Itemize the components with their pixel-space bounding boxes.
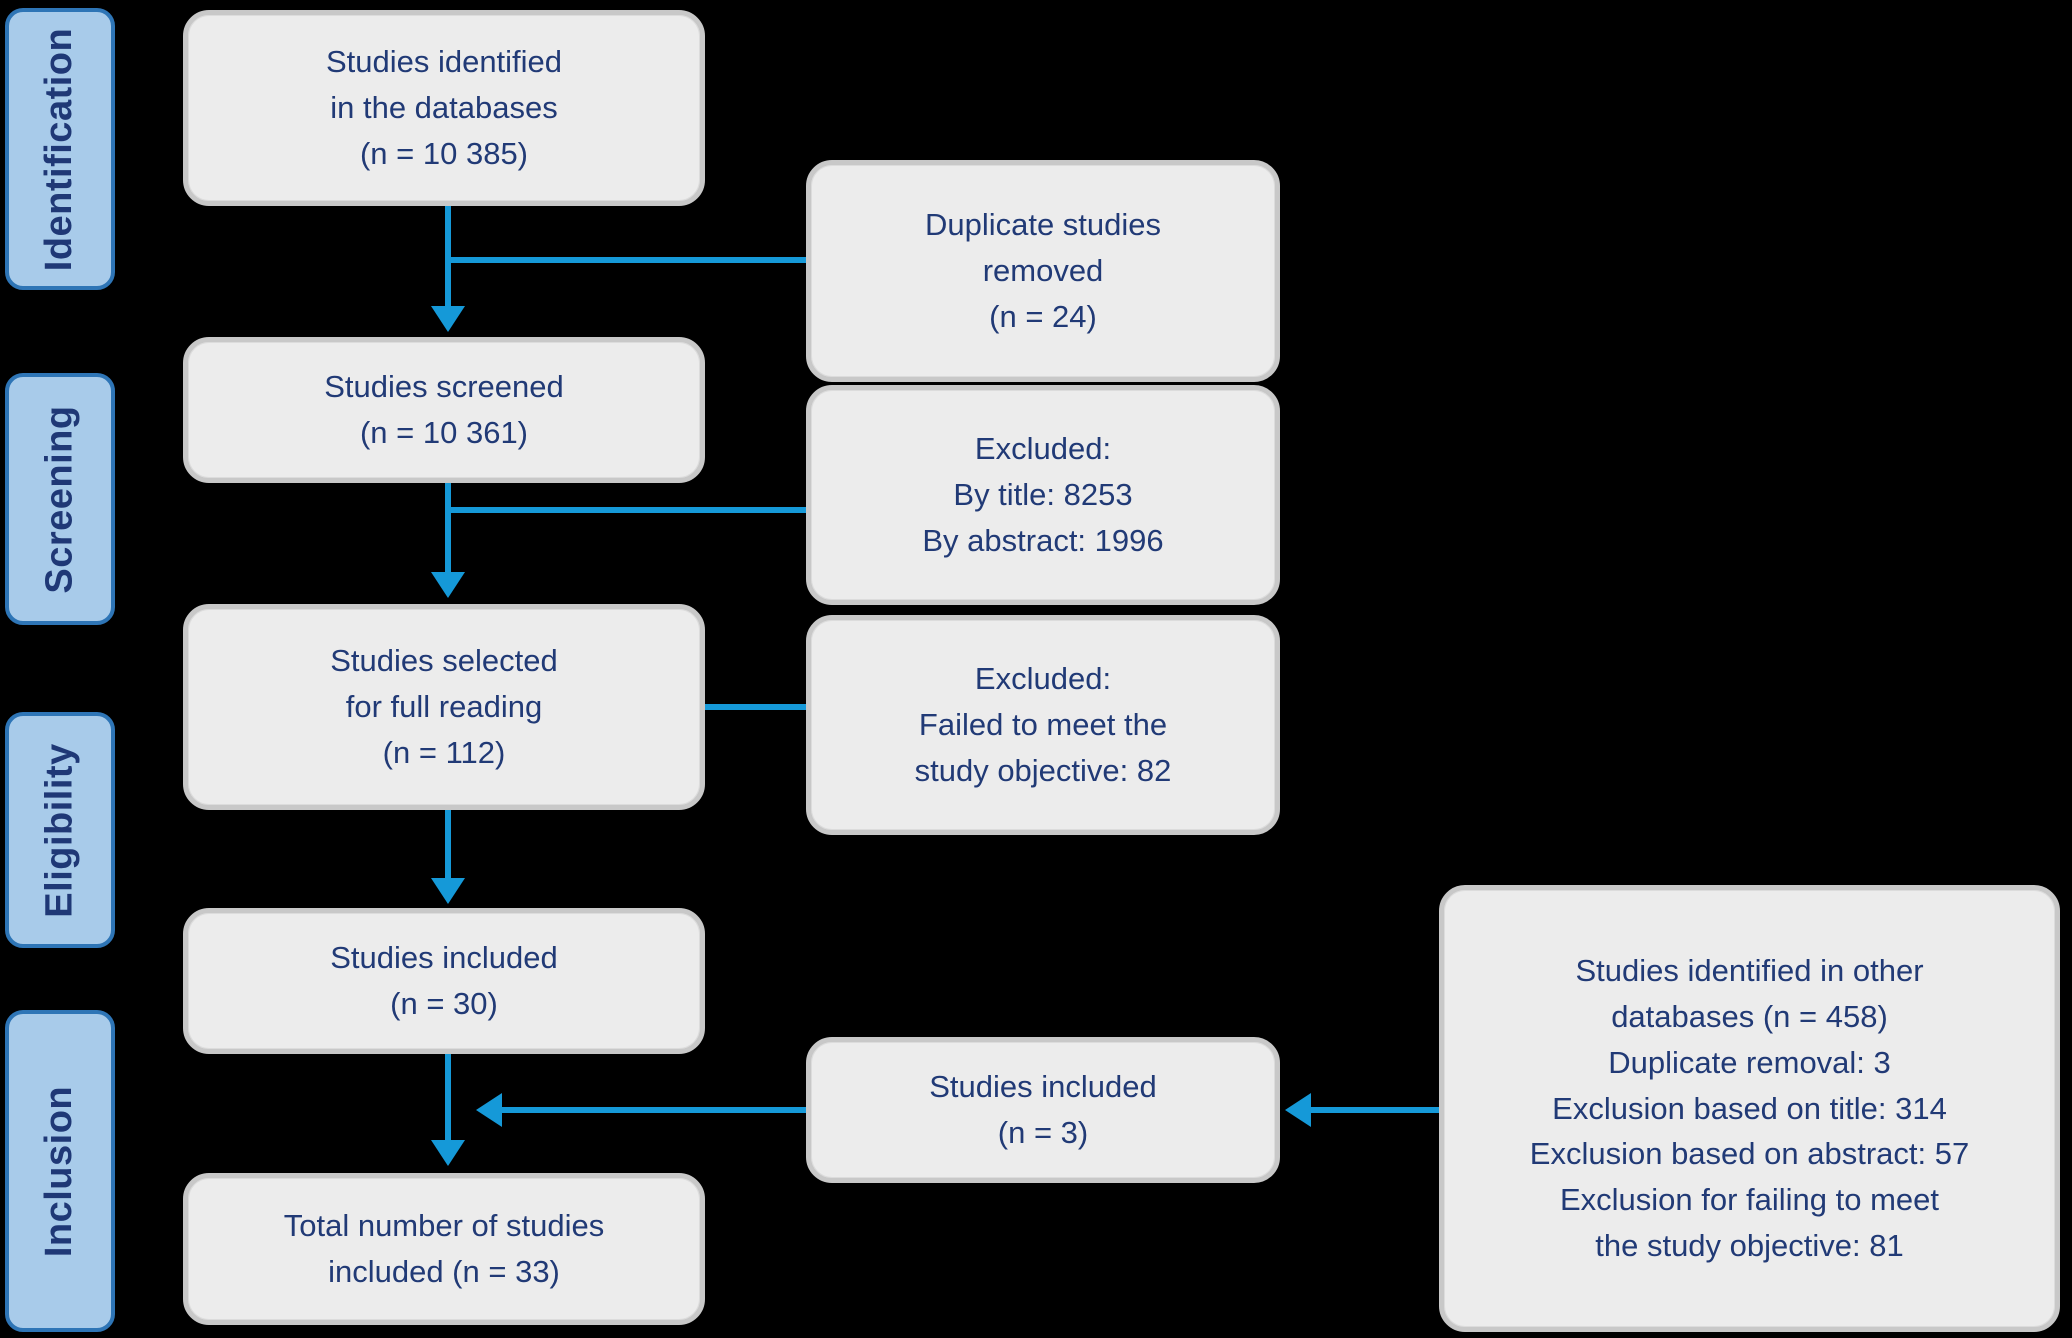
box-excluded-full-reading: Excluded: Failed to meet the study objec… (806, 615, 1280, 835)
arrow-other-databases-to-included-head (1285, 1093, 1311, 1127)
arrow-identified-to-screened-line (445, 206, 451, 306)
box-studies-included: Studies included (n = 30) (183, 908, 705, 1054)
stage-identification-label: Identification (38, 27, 81, 271)
box-duplicates-removed-text: Duplicate studies removed (n = 24) (924, 207, 1162, 334)
box-studies-selected: Studies selected for full reading (n = 1… (183, 604, 705, 810)
box-other-databases-text: Studies identified in other databases (n… (1529, 952, 1970, 1264)
box-studies-identified-text: Studies identified in the databases (n =… (325, 44, 563, 171)
stage-eligibility-label: Eligibility (38, 742, 81, 918)
box-studies-screened-text: Studies screened (n = 10 361) (324, 369, 564, 450)
stage-inclusion-label: Inclusion (38, 1085, 81, 1257)
connector-to-excluded-full-reading (705, 704, 806, 710)
box-studies-selected-text: Studies selected for full reading (n = 1… (330, 643, 558, 770)
box-other-included: Studies included (n = 3) (806, 1037, 1280, 1183)
stage-screening-label: Screening (38, 404, 81, 594)
box-studies-screened: Studies screened (n = 10 361) (183, 337, 705, 483)
arrow-screened-to-selected-head (431, 572, 465, 598)
stage-eligibility: Eligibility (5, 712, 115, 948)
arrow-identified-to-screened-head (431, 306, 465, 332)
box-duplicates-removed: Duplicate studies removed (n = 24) (806, 160, 1280, 382)
stage-screening: Screening (5, 373, 115, 625)
box-total-included: Total number of studies included (n = 33… (183, 1173, 705, 1325)
box-other-included-text: Studies included (n = 3) (929, 1069, 1157, 1150)
connector-to-duplicates-removed (445, 257, 806, 263)
arrow-selected-to-included-head (431, 878, 465, 904)
box-excluded-screening: Excluded: By title: 8253 By abstract: 19… (806, 385, 1280, 605)
stage-identification: Identification (5, 8, 115, 290)
box-total-included-text: Total number of studies included (n = 33… (283, 1208, 605, 1289)
arrow-other-included-to-flow-line (502, 1107, 806, 1113)
box-studies-included-text: Studies included (n = 30) (330, 940, 558, 1021)
box-excluded-full-reading-text: Excluded: Failed to meet the study objec… (914, 661, 1172, 788)
arrow-included-to-total-line (445, 1054, 451, 1140)
box-studies-identified: Studies identified in the databases (n =… (183, 10, 705, 206)
connector-to-excluded-screening (445, 507, 806, 513)
box-other-databases: Studies identified in other databases (n… (1439, 885, 2060, 1332)
stage-inclusion: Inclusion (5, 1010, 115, 1332)
box-excluded-screening-text: Excluded: By title: 8253 By abstract: 19… (922, 431, 1164, 558)
arrow-included-to-total-head (431, 1140, 465, 1166)
arrow-selected-to-included-line (445, 810, 451, 878)
arrow-other-included-to-flow-head (476, 1093, 502, 1127)
arrow-screened-to-selected-line (445, 483, 451, 572)
arrow-other-databases-to-included-line (1311, 1107, 1439, 1113)
